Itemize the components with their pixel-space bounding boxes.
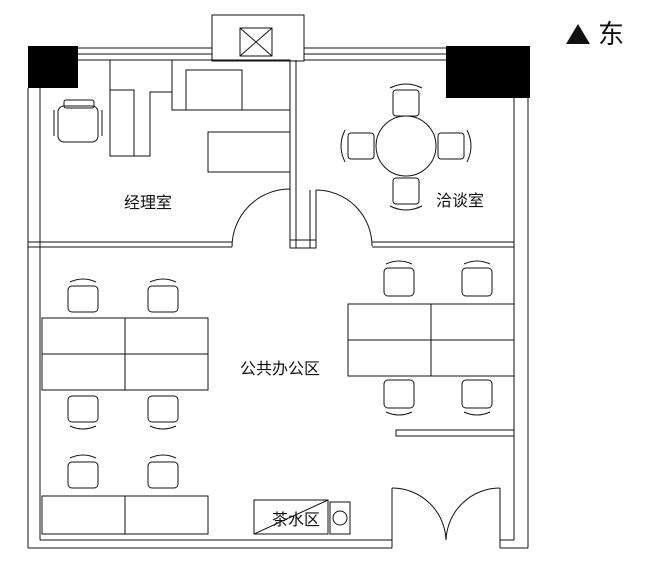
right-chairs [383, 260, 493, 416]
north-arrow-icon [566, 24, 590, 44]
interior-partitions [28, 60, 514, 249]
round-meeting-table [375, 115, 437, 177]
compass-direction-label: 东 [598, 20, 624, 50]
meeting-room-label: 洽谈室 [436, 191, 484, 210]
column-top-right [446, 46, 530, 98]
open-office-label: 公共办公区 [240, 359, 320, 378]
top-window-wall [78, 47, 446, 61]
shaft-box [239, 27, 273, 57]
tea-area-counter [253, 499, 351, 535]
entrance-double-door [391, 487, 501, 548]
manager-desk [109, 59, 291, 173]
manager-office-label: 经理室 [124, 193, 172, 212]
left-chairs [67, 278, 179, 489]
left-workstation-cluster [41, 317, 209, 535]
column-top-left [28, 46, 78, 88]
elevator-shaft [211, 14, 305, 62]
tea-room-label: 茶水区 [272, 510, 320, 529]
right-workstation-cluster [347, 303, 515, 377]
meeting-room-door [315, 189, 373, 247]
meeting-chairs [340, 83, 472, 211]
wall-counter [395, 429, 515, 437]
manager-office-door [231, 188, 291, 248]
manager-chair [53, 99, 103, 143]
